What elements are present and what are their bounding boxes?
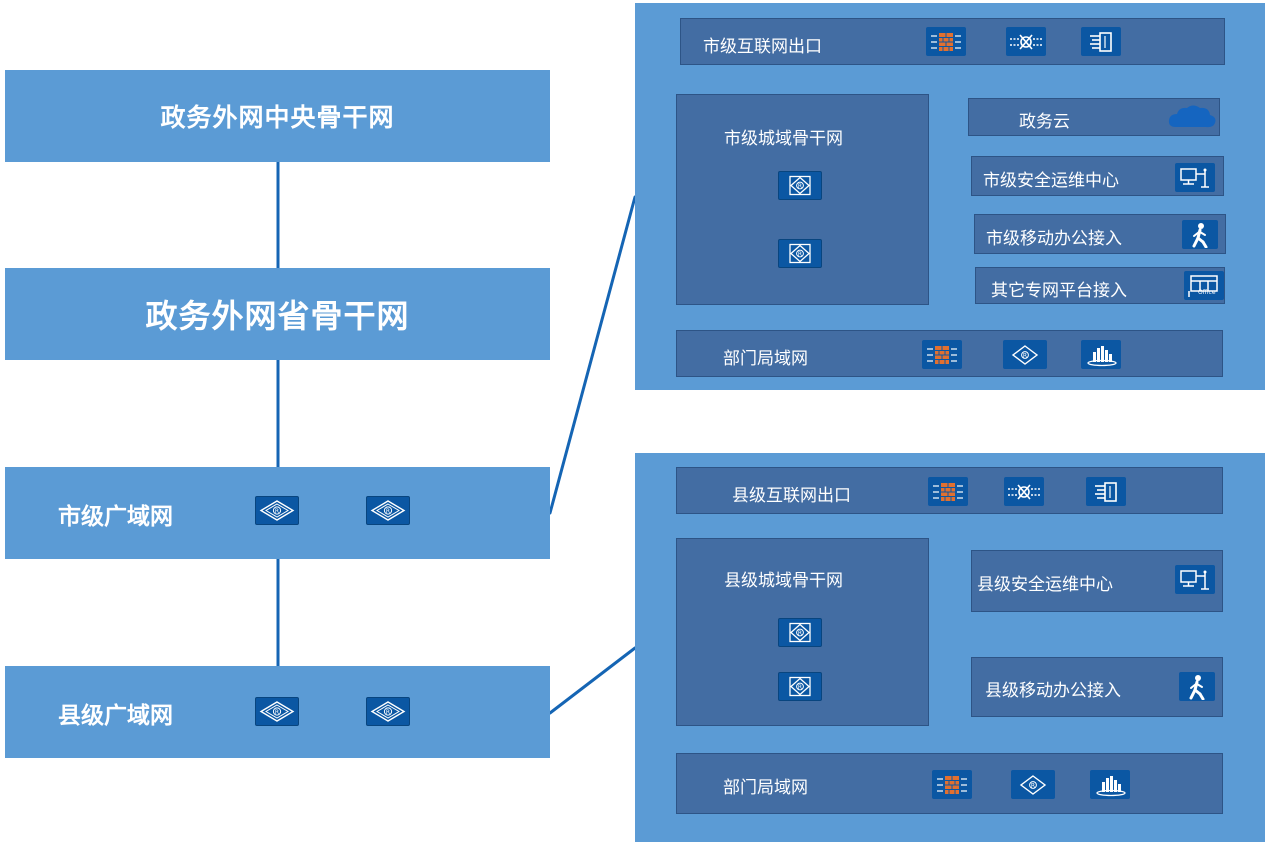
building-icon	[1090, 770, 1130, 799]
walking-person-icon	[1179, 672, 1215, 701]
cloud-icon	[1166, 102, 1218, 132]
county-security-ops-label: 县级安全运维中心	[977, 575, 1113, 595]
office-icon-caption: Office	[1198, 289, 1216, 296]
monitor-icon	[1175, 565, 1215, 594]
svg-text:R: R	[386, 709, 390, 716]
central-backbone-box: 政务外网中央骨干网	[5, 70, 550, 162]
county-network-panel: 县级互联网出口 县级城域骨干网 R R 县级安全运维中心 县级移动办公接入 部	[635, 453, 1265, 842]
gateway-icon	[1006, 27, 1046, 56]
city-dept-lan-label: 部门局域网	[723, 349, 808, 369]
router-icon: R	[255, 697, 299, 726]
ids-icon	[1081, 27, 1121, 56]
firewall-icon	[922, 340, 962, 369]
switch-icon: R	[1011, 770, 1055, 799]
county-mobile-office-label: 县级移动办公接入	[985, 681, 1121, 701]
province-backbone-box: 政务外网省骨干网	[5, 268, 550, 360]
county-security-ops-box: 县级安全运维中心	[971, 550, 1223, 612]
building-icon	[1081, 340, 1121, 369]
monitor-icon	[1175, 163, 1215, 192]
firewall-icon	[926, 27, 966, 56]
router-icon: R	[778, 618, 822, 647]
router-icon: R	[366, 496, 410, 525]
gateway-icon	[1004, 477, 1044, 506]
county-mobile-office-box: 县级移动办公接入	[971, 657, 1223, 717]
city-security-ops-box: 市级安全运维中心	[971, 156, 1224, 196]
county-internet-exit-label: 县级互联网出口	[732, 486, 851, 506]
county-metro-backbone-label: 县级城域骨干网	[724, 571, 843, 591]
router-icon: R	[255, 496, 299, 525]
svg-text:R: R	[275, 508, 279, 515]
router-icon: R	[778, 672, 822, 701]
city-mobile-office-box: 市级移动办公接入	[974, 214, 1226, 254]
office-platform-icon: Office	[1184, 271, 1224, 300]
router-icon: R	[366, 697, 410, 726]
county-internet-exit-box: 县级互联网出口	[676, 467, 1223, 514]
walking-person-icon	[1182, 220, 1218, 249]
city-metro-backbone-box: 市级城域骨干网 R R	[676, 94, 929, 305]
switch-icon: R	[1003, 340, 1047, 369]
city-wan-box: 市级广域网 R R	[5, 467, 550, 559]
city-other-private-box: 其它专网平台接入 Office	[975, 267, 1225, 304]
city-gov-cloud-box: 政务云	[968, 98, 1220, 136]
county-dept-lan-box: 部门局域网 R	[676, 753, 1223, 814]
city-gov-cloud-label: 政务云	[1019, 112, 1070, 132]
central-backbone-label: 政务外网中央骨干网	[160, 103, 395, 132]
firewall-icon	[928, 477, 968, 506]
city-wan-label: 市级广域网	[58, 504, 173, 530]
city-dept-lan-box: 部门局域网 R	[676, 330, 1223, 377]
city-security-ops-label: 市级安全运维中心	[983, 171, 1119, 191]
city-metro-backbone-label: 市级城域骨干网	[724, 129, 843, 149]
svg-text:R: R	[1023, 352, 1027, 359]
county-metro-backbone-box: 县级城域骨干网 R R	[676, 538, 929, 726]
svg-text:R: R	[386, 508, 390, 515]
county-wan-label: 县级广域网	[58, 703, 173, 729]
svg-text:R: R	[798, 684, 802, 691]
city-mobile-office-label: 市级移动办公接入	[986, 229, 1122, 249]
county-dept-lan-label: 部门局域网	[723, 778, 808, 798]
router-icon: R	[778, 171, 822, 200]
city-other-private-label: 其它专网平台接入	[991, 281, 1127, 301]
svg-text:R: R	[1031, 782, 1035, 789]
router-icon: R	[778, 239, 822, 268]
province-backbone-label: 政务外网省骨干网	[145, 297, 410, 335]
county-wan-box: 县级广域网 R R	[5, 666, 550, 758]
svg-text:R: R	[798, 251, 802, 258]
firewall-icon	[932, 770, 972, 799]
ids-icon	[1086, 477, 1126, 506]
city-network-panel: 市级互联网出口 市级城域骨干网 R R 政务云 市级安全运维中心 市级移动办公	[635, 3, 1265, 390]
city-internet-exit-box: 市级互联网出口	[680, 18, 1225, 65]
svg-text:R: R	[798, 183, 802, 190]
city-internet-exit-label: 市级互联网出口	[703, 37, 822, 57]
svg-text:R: R	[275, 709, 279, 716]
svg-text:R: R	[798, 630, 802, 637]
